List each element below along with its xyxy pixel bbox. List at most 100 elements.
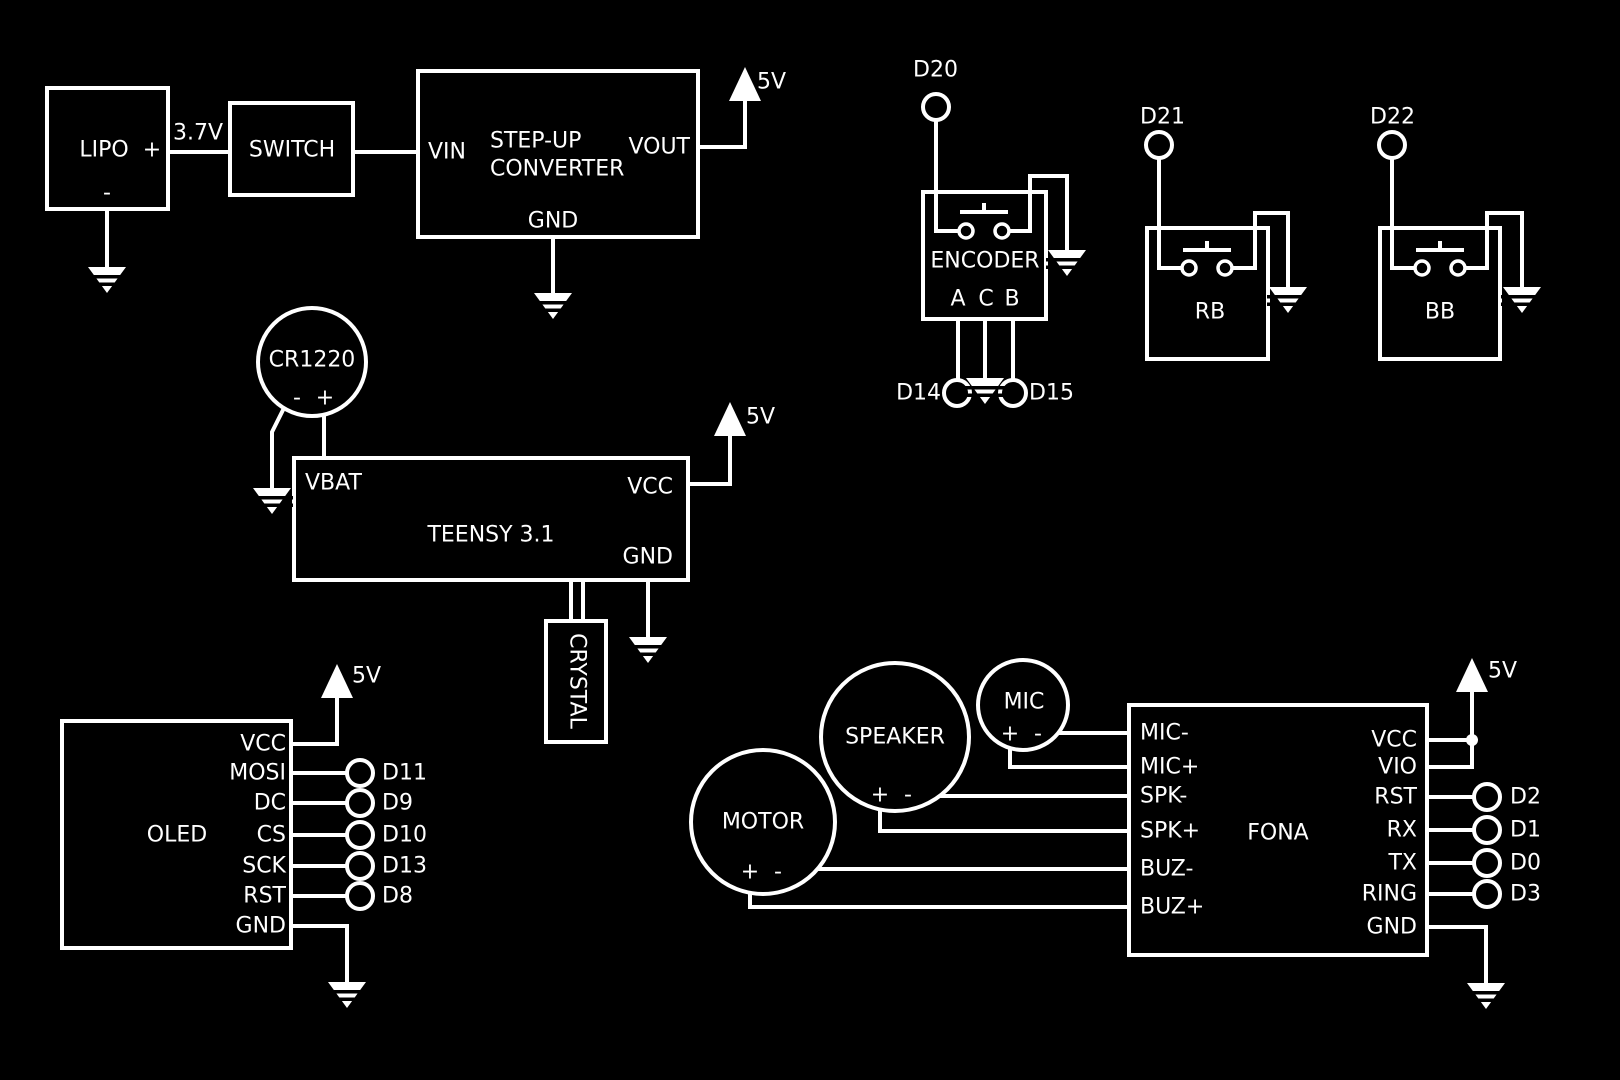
fona-pin-spk-minus: SPK- (1140, 784, 1187, 809)
stepup-pin-vout: VOUT (628, 135, 690, 160)
pin-circle-d20 (921, 92, 951, 122)
encoder-pin-c: C (978, 287, 993, 312)
fona-pin-rst: RST (1374, 785, 1417, 810)
power-arrow-icon (321, 664, 353, 698)
coincell-plus: + (316, 386, 334, 411)
speaker-label: SPEAKER (845, 725, 945, 750)
pin-circle-d0 (1472, 848, 1502, 878)
pin-circle-d8 (345, 881, 375, 911)
lipo-plus: + (143, 138, 161, 163)
crystal-label: CRYSTAL (565, 633, 590, 729)
encoder-box (921, 190, 1048, 321)
wire-bb-gnd (1458, 211, 1524, 287)
rb-terminal-left (1180, 259, 1198, 277)
oled-dpin-d10: D10 (382, 823, 427, 848)
mic-minus: - (1034, 722, 1042, 747)
encoder-pin-a: A (950, 287, 965, 312)
lipo-minus: - (103, 181, 111, 206)
rb-label: RB (1195, 300, 1225, 325)
motor-plus: + (741, 860, 759, 885)
rb-pin-d21: D21 (1140, 105, 1185, 130)
crystal-box (544, 619, 608, 744)
wire-coincell-gnd (270, 399, 290, 488)
ground-icon (532, 293, 574, 319)
stepup-pin-vin: VIN (428, 140, 466, 165)
wire-d20-encoder (934, 120, 966, 233)
fona-label: FONA (1247, 821, 1308, 846)
pin-circle-d15 (998, 378, 1028, 408)
pin-circle-d14 (942, 378, 972, 408)
encoder-terminal-right (993, 222, 1011, 240)
wire-teensy-vcc-5v (688, 436, 732, 486)
switch-label: SWITCH (249, 138, 335, 163)
fona-pin-gnd: GND (1367, 915, 1417, 940)
stepup-title-line1: STEP-UP (490, 129, 581, 154)
ground-icon (1267, 287, 1309, 313)
rail-5v-label: 5V (352, 664, 381, 689)
fona-pin-tx: TX (1387, 851, 1417, 876)
teensy-pin-vcc: VCC (627, 475, 673, 500)
oled-pin-sck: SCK (242, 854, 286, 879)
speaker-plus: + (871, 783, 889, 808)
wire-encoder-gnd (1002, 174, 1069, 250)
switch-box (228, 101, 355, 197)
fona-dpin-d0: D0 (1510, 851, 1541, 876)
oled-dpin-d11: D11 (382, 761, 427, 786)
ground-icon (326, 982, 368, 1008)
oled-pin-dc: DC (254, 791, 286, 816)
fona-pin-vio: VIO (1378, 755, 1417, 780)
ground-icon (1465, 983, 1507, 1009)
oled-pin-mosi: MOSI (229, 761, 286, 786)
fona-dpin-d3: D3 (1510, 882, 1541, 907)
fona-pin-ring: RING (1362, 882, 1417, 907)
teensy-pin-vbat: VBAT (305, 471, 362, 496)
coincell-minus: - (293, 386, 301, 411)
speaker-minus: - (904, 783, 912, 808)
mic-plus: + (1001, 722, 1019, 747)
stepup-converter-box (416, 69, 700, 239)
encoder-terminal-left (957, 222, 975, 240)
fona-pin-buz-plus: BUZ+ (1140, 895, 1204, 920)
wire-fona-gnd (1427, 925, 1488, 983)
bb-terminal-right (1449, 259, 1467, 277)
mic-circle (976, 658, 1070, 752)
bb-terminal-left (1413, 259, 1431, 277)
wire-oled-gnd (291, 924, 349, 982)
stepup-title-line2: CONVERTER (490, 157, 624, 182)
wire-vout-5v (698, 101, 747, 149)
pin-circle-d1 (1472, 815, 1502, 845)
encoder-label: ENCODER (930, 249, 1039, 274)
fona-pin-mic-minus: MIC- (1140, 721, 1189, 746)
wire-d21-rb (1157, 158, 1189, 270)
teensy-label: TEENSY 3.1 (426, 523, 554, 548)
fona-pin-buz-minus: BUZ- (1140, 857, 1193, 882)
speaker-circle (819, 661, 971, 813)
encoder-pin-b: B (1004, 287, 1019, 312)
labels: LIPO + - 3.7V SWITCH VIN STEP-UP CONVERT… (79, 58, 1541, 940)
wire-buz-plus (748, 878, 1129, 909)
wire-fona-vcc-5v (1427, 692, 1474, 742)
motor-circle (689, 748, 837, 896)
wires (105, 101, 1524, 983)
bb-pin-d22: D22 (1370, 105, 1415, 130)
pin-circle-d2 (1472, 782, 1502, 812)
oled-pin-cs: CS (257, 823, 286, 848)
bb-label: BB (1425, 300, 1455, 325)
oled-label: OLED (147, 823, 207, 848)
pin-circle-d9 (345, 788, 375, 818)
ground-icon (1046, 250, 1088, 276)
mic-label: MIC (1004, 690, 1045, 715)
rb-terminal-right (1216, 259, 1234, 277)
encoder-pin-d20: D20 (913, 58, 958, 83)
pin-circle-d21 (1144, 130, 1174, 160)
coincell-label: CR1220 (269, 348, 356, 373)
power-arrow-icon (1456, 658, 1488, 692)
pin-circle-d11 (345, 758, 375, 788)
wire-oled-vcc-5v (291, 698, 339, 746)
ground-icon (1501, 287, 1543, 313)
wire-d22-bb (1390, 158, 1422, 270)
junction-dot (1466, 734, 1478, 746)
rail-5v-label: 5V (746, 405, 775, 430)
pin-circle-d10 (345, 820, 375, 850)
